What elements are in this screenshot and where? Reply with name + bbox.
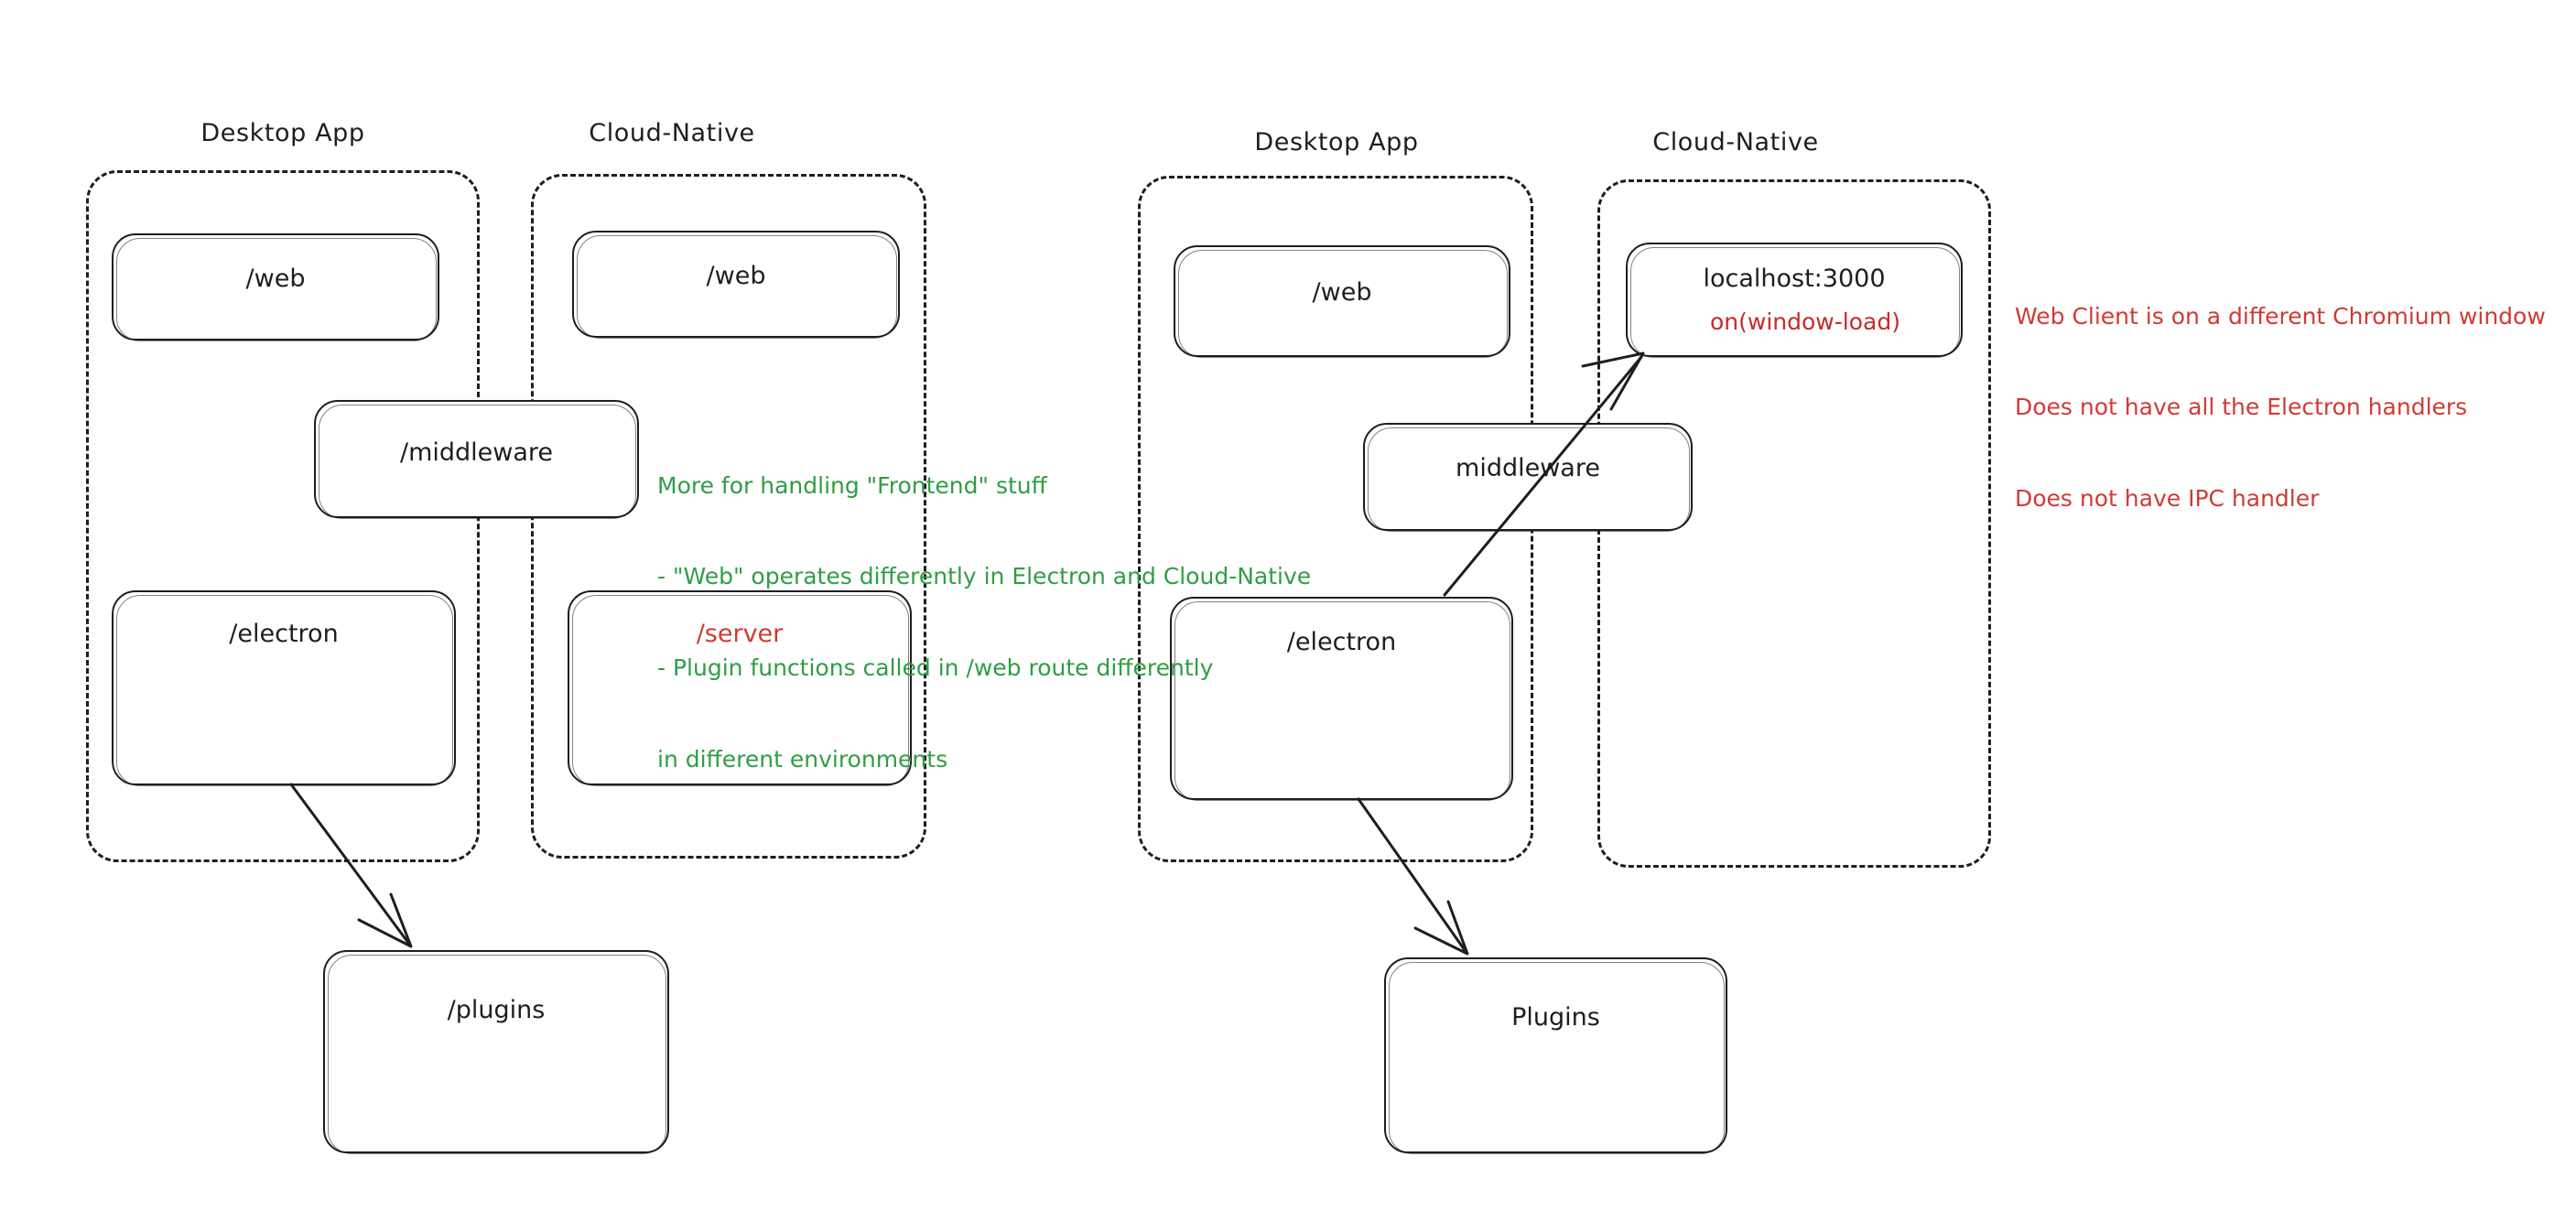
annotation-green-line-3: - Plugin functions called in /web route …	[657, 654, 1214, 681]
node-sublabel-right-localhost: on(window-load)	[1710, 308, 1900, 335]
annotation-green-line-2: - "Web" operates differently in Electron…	[657, 563, 1312, 590]
node-label-left-plugins: /plugins	[447, 996, 546, 1024]
annotation-red-line-2: Does not have all the Electron handlers	[2015, 394, 2468, 421]
annotation-red-note: Web Client is on a different Chromium wi…	[2015, 240, 2546, 575]
node-left-plugins[interactable]: /plugins	[323, 950, 669, 1154]
node-label-left-middleware: /middleware	[399, 438, 554, 467]
node-left-cloud-web[interactable]: /web	[572, 231, 900, 339]
node-left-electron[interactable]: /electron	[112, 590, 456, 786]
node-right-electron[interactable]: /electron	[1170, 597, 1513, 801]
group-label-right-cloud-native: Cloud-Native	[1652, 128, 1819, 157]
node-right-desktop-web[interactable]: /web	[1174, 245, 1510, 358]
node-left-desktop-web[interactable]: /web	[112, 233, 439, 341]
node-label-left-desktop-web: /web	[245, 265, 306, 293]
node-label-right-electron: /electron	[1286, 628, 1397, 656]
annotation-green-line-1: More for handling "Frontend" stuff	[657, 471, 1047, 499]
annotation-red-line-1: Web Client is on a different Chromium wi…	[2015, 302, 2546, 330]
node-label-right-localhost: localhost:3000	[1703, 265, 1886, 293]
node-left-server[interactable]: /server	[568, 590, 912, 786]
node-right-plugins[interactable]: Plugins	[1384, 957, 1727, 1154]
annotation-green-line-4: in different environments	[657, 745, 948, 773]
group-label-left-cloud-native: Cloud-Native	[589, 119, 755, 147]
node-label-left-server: /server	[696, 620, 784, 648]
node-label-right-plugins: Plugins	[1511, 1003, 1600, 1032]
node-label-left-cloud-web: /web	[706, 262, 766, 290]
node-left-middleware[interactable]: /middleware	[314, 400, 639, 519]
annotation-red-line-3: Does not have IPC handler	[2015, 485, 2320, 512]
node-right-middleware[interactable]: middleware	[1363, 423, 1693, 532]
node-label-right-desktop-web: /web	[1312, 278, 1372, 307]
group-label-left-desktop-app: Desktop App	[200, 119, 365, 147]
node-right-localhost[interactable]: localhost:3000 on(window-load)	[1626, 243, 1963, 358]
node-label-left-electron: /electron	[229, 620, 339, 648]
group-label-right-desktop-app: Desktop App	[1254, 128, 1419, 157]
node-label-right-middleware: middleware	[1456, 454, 1600, 482]
annotation-green-note: More for handling "Frontend" stuff - "We…	[657, 409, 1311, 836]
